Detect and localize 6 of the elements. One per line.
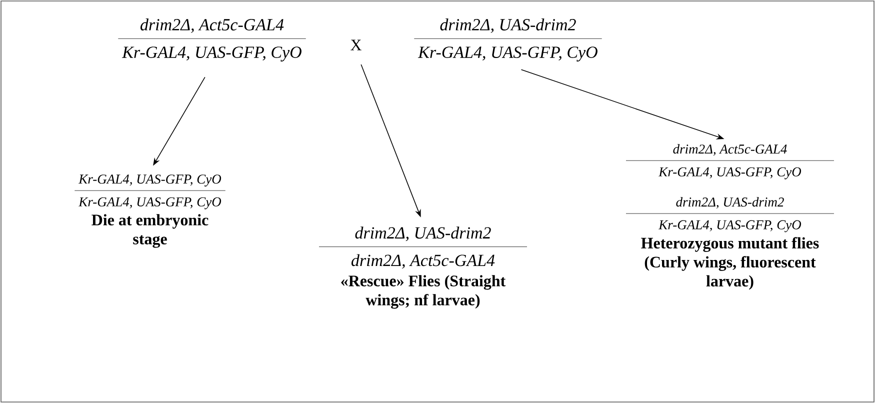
offspring-genotype: drim2Δ, Act5c-GAL4 Kr-GAL4, UAS-GFP, CyO drim2Δ, UAS-drim2 Kr-GAL4, UAS-GFP, CyO Heterozygous mutant flies (Curly wings, fluorescent larvae) [626, 144, 834, 290]
cross-sign: X [350, 40, 362, 50]
parent-genotype: drim2Δ, Act5c-GAL4 Kr-GAL4, UAS-GFP, CyO [118, 18, 306, 62]
offspring-genotype: drim2Δ, UAS-drim2 drim2Δ, Act5c-GAL4 «Rescue» Flies (Straight wings; nf larvae) [318, 226, 528, 309]
offspring-genotype: Kr-GAL4, UAS-GFP, CyO Kr-GAL4, UAS-GFP, CyO Die at embryonic stage [74, 174, 226, 248]
parent-genotype: drim2Δ, UAS-drim2 Kr-GAL4, UAS-GFP, CyO [414, 18, 602, 62]
